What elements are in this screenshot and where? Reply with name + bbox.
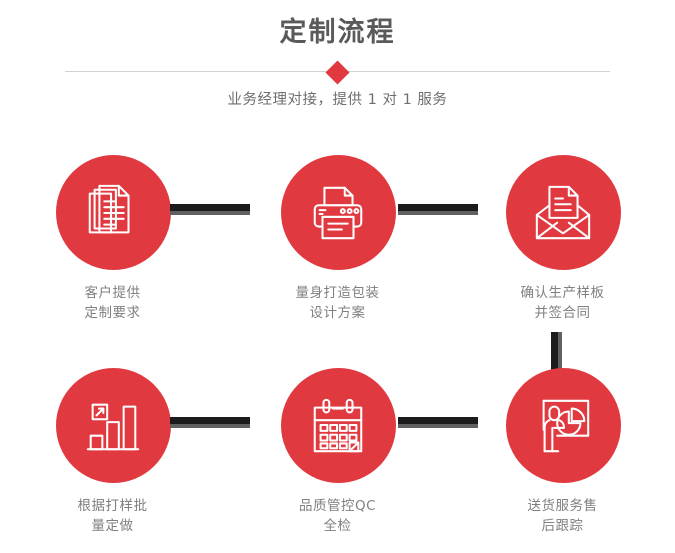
printer-icon [313,186,363,239]
connector-shadow [558,332,562,370]
step-label: 量身打造包装 设计方案 [225,283,450,323]
documents-stack-icon [88,184,130,233]
step-label: 品质管控QC 全检 [225,496,450,536]
page-title: 定制流程 [279,17,396,48]
connector-horizontal-3 [170,417,250,428]
step-label-line2: 量定做 [91,518,134,534]
connector-horizontal-4 [398,417,478,428]
step-label-line1: 量身打造包装 [295,285,380,301]
connector-vertical [551,332,562,370]
flow-step-delivery-aftersales[interactable]: 送货服务售 后跟踪 [450,343,675,553]
connector-shadow [170,211,250,215]
step-icon-circle [55,155,171,270]
bar-chart-growth-icon [86,403,140,450]
page-subtitle: 业务经理对接，提供 1 对 1 服务 [227,92,448,108]
step-label-line1: 确认生产样板 [520,285,605,301]
flow-step-confirm-sample-contract[interactable]: 确认生产样板 并签合同 [450,130,675,340]
step-label-line1: 品质管控QC [298,498,377,514]
connector-horizontal-2 [398,204,478,215]
presentation-person-icon [542,399,590,452]
connector-bar [398,417,478,424]
connector-shadow [170,424,250,428]
flow-step-quality-control[interactable]: 品质管控QC 全检 [225,343,450,553]
title-divider [65,59,610,85]
connector-horizontal-1 [170,204,250,215]
step-label-line2: 全检 [323,518,352,534]
connector-shadow [398,211,478,215]
page-header: 定制流程 业务经理对接，提供 1 对 1 服务 [0,0,675,130]
step-label: 根据打样批 量定做 [0,496,225,536]
step-label: 送货服务售 后跟踪 [450,496,675,536]
connector-bar [170,417,250,424]
calendar-icon [313,398,363,452]
step-icon-circle [280,368,396,483]
connector-shadow [398,424,478,428]
process-flow: 客户提供 定制要求 [0,130,675,550]
flow-row-bottom: 根据打样批 量定做 [0,343,675,553]
step-label-line2: 设计方案 [309,305,366,321]
step-label-line2: 后跟踪 [541,518,584,534]
step-label-line1: 客户提供 [84,285,141,301]
step-icon-circle [505,368,621,483]
step-icon-circle [280,155,396,270]
step-label-line1: 送货服务售 [527,498,598,514]
flow-step-customer-requirements[interactable]: 客户提供 定制要求 [0,130,225,340]
flow-row-top: 客户提供 定制要求 [0,130,675,370]
flow-step-packaging-design[interactable]: 量身打造包装 设计方案 [225,130,450,340]
connector-bar [170,204,250,211]
step-label-line2: 并签合同 [534,305,591,321]
flow-step-batch-production[interactable]: 根据打样批 量定做 [0,343,225,553]
envelope-letter-icon [535,185,591,239]
connector-bar [551,332,558,370]
step-label-line1: 根据打样批 [77,498,148,514]
step-icon-circle [55,368,171,483]
step-label-line2: 定制要求 [84,305,141,321]
step-label: 确认生产样板 并签合同 [450,283,675,323]
step-icon-circle [505,155,621,270]
diamond-icon [325,59,350,85]
step-label: 客户提供 定制要求 [0,283,225,323]
connector-bar [398,204,478,211]
